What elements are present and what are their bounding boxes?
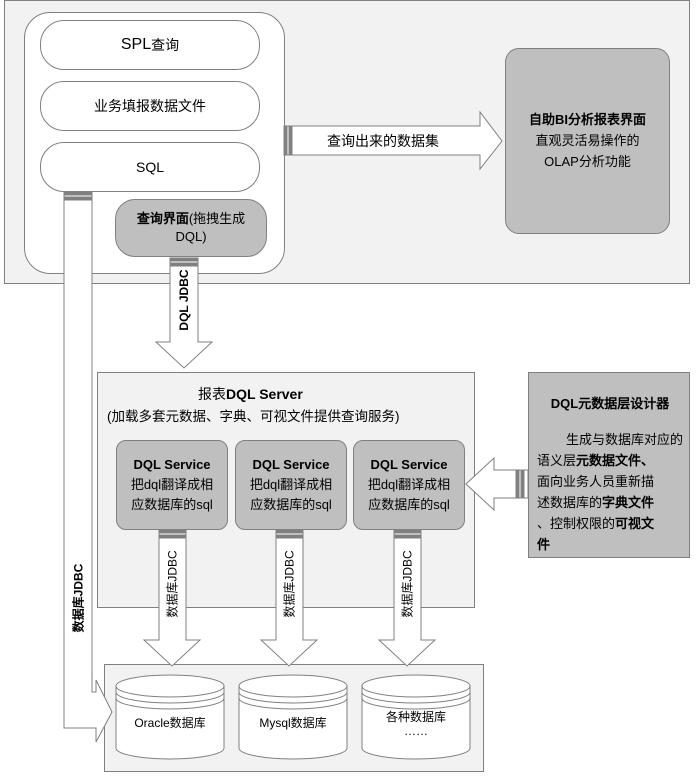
various-db-ellipsis: ……: [404, 724, 428, 738]
dql-service-title: DQL Service: [133, 457, 211, 472]
query-ui-title: 查询界面: [136, 211, 189, 226]
bi-interface-box[interactable]: 自助BI分析报表界面 直观灵活易操作的 OLAP分析功能: [505, 48, 670, 234]
designer-title: DQL元数据层设计器: [550, 396, 670, 411]
designer-arrow: [465, 456, 529, 512]
designer-line5: 、控制权限的可视文: [537, 513, 683, 534]
dql-service-line: 把dql翻译成相: [130, 477, 214, 492]
dql-server-subtitle: (加载多套元数据、字典、可视文件提供查询服务): [107, 409, 400, 424]
db-jdbc-arrow-3: [377, 529, 437, 667]
designer-line5-b: 可视文: [615, 516, 655, 531]
various-db[interactable]: 各种数据库 ……: [362, 700, 470, 750]
dql-service-line: 把dql翻译成相: [249, 477, 333, 492]
designer-line2-a: 语义层: [537, 453, 577, 468]
dql-server-title-b: DQL Server: [226, 386, 303, 402]
designer-line2-b: 元数据文件、: [576, 453, 655, 468]
dql-service-line: 把dql翻译成相: [367, 477, 451, 492]
db-jdbc-arrow-1: [142, 529, 202, 667]
dql-service-title: DQL Service: [252, 457, 330, 472]
db-jdbc-left-arrow: [63, 191, 113, 743]
query-ui-paren: (拖拽生成: [188, 211, 246, 226]
db-jdbc-label-1: 数据库JDBC: [165, 550, 180, 618]
designer-line1: 生成与数据库对应的: [565, 432, 683, 447]
db-jdbc-label-3: 数据库JDBC: [400, 550, 415, 618]
sql-label: SQL: [135, 159, 164, 175]
dql-service-line: 应数据库的sql: [368, 497, 450, 512]
fill-report-pill[interactable]: 业务填报数据文件: [40, 81, 260, 131]
mysql-db-cylinder: [238, 674, 348, 760]
various-db-label: 各种数据库: [385, 710, 446, 724]
dql-service-title: DQL Service: [370, 457, 448, 472]
dql-designer-box[interactable]: DQL元数据层设计器 生成与数据库对应的 语义层元数据文件、 面向业务人员重新描…: [528, 372, 690, 558]
dql-jdbc-arrow: [154, 257, 214, 369]
spl-query-label-b: 查询: [151, 37, 180, 53]
designer-line3: 面向业务人员重新描: [537, 474, 655, 489]
bi-title: 自助BI分析报表界面: [528, 112, 646, 127]
dataset-arrow-label: 查询出来的数据集: [327, 133, 439, 149]
designer-line4: 述数据库的字典文件: [537, 492, 683, 513]
db-jdbc-arrow-2: [259, 529, 319, 667]
mysql-db-label: Mysql数据库: [259, 716, 327, 730]
dataset-arrow: [283, 110, 503, 171]
bi-line1: 直观灵活易操作的: [535, 133, 640, 148]
query-ui-line2: DQL): [175, 229, 207, 244]
dql-service-2[interactable]: DQL Service 把dql翻译成相 应数据库的sql: [235, 440, 347, 530]
dql-service-3[interactable]: DQL Service 把dql翻译成相 应数据库的sql: [353, 440, 465, 530]
query-ui-pill[interactable]: 查询界面(拖拽生成 DQL): [115, 199, 267, 257]
dql-server-title: 报表DQL Server: [198, 384, 303, 404]
mysql-db[interactable]: Mysql数据库: [239, 700, 347, 750]
oracle-db[interactable]: Oracle数据库: [116, 700, 224, 750]
dql-jdbc-label: DQL JDBC: [177, 269, 191, 331]
sql-pill[interactable]: SQL: [40, 142, 260, 192]
various-db-cylinder: [361, 674, 471, 760]
query-ui-line1: 查询界面(拖拽生成: [137, 210, 245, 228]
designer-line2: 语义层元数据文件、: [537, 450, 683, 471]
dql-server-title-a: 报表: [198, 386, 226, 402]
oracle-db-cylinder: [115, 674, 225, 760]
dql-service-line: 应数据库的sql: [131, 497, 213, 512]
designer-line4-a: 述数据库的: [537, 495, 603, 510]
db-jdbc-left-label: 数据库JDBC: [71, 563, 86, 633]
bi-line2: OLAP分析功能: [544, 154, 631, 169]
designer-line4-b: 字典文件: [602, 495, 655, 510]
designer-line5-a: 、控制权限的: [537, 516, 616, 531]
oracle-db-label: Oracle数据库: [134, 716, 206, 730]
db-jdbc-label-2: 数据库JDBC: [282, 550, 297, 618]
designer-line6: 件: [537, 537, 551, 552]
dql-service-line: 应数据库的sql: [250, 497, 332, 512]
fill-report-label: 业务填报数据文件: [94, 98, 206, 114]
spl-query-label-a: SPL: [120, 36, 152, 53]
